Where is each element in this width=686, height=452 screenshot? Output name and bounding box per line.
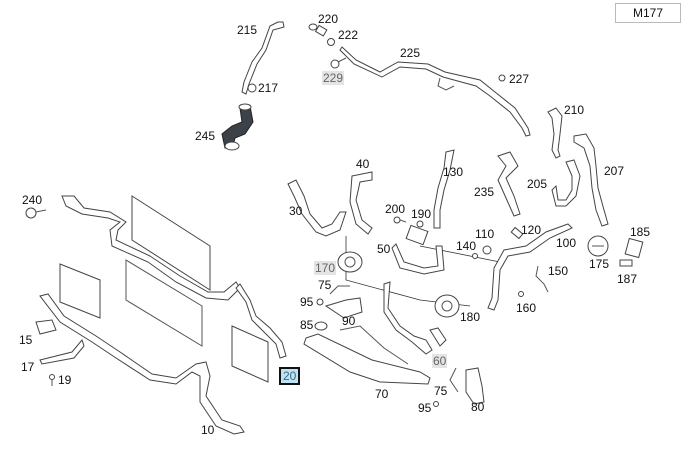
callout-160[interactable]: 160: [516, 301, 537, 315]
bracket-15-drawing: [35, 319, 57, 335]
bolt-160-drawing: [518, 291, 524, 297]
hose-lower-10-drawing: [39, 293, 245, 435]
pipe-225-drawing: [339, 46, 531, 137]
callout-240[interactable]: 240: [22, 193, 43, 207]
callout-80[interactable]: 80: [471, 400, 485, 414]
clip-187-drawing: [619, 259, 633, 267]
callout-75-lower[interactable]: 75: [434, 384, 448, 398]
callout-60[interactable]: 60: [432, 354, 448, 368]
callout-217[interactable]: 217: [258, 81, 279, 95]
bolt-95-drawing: [316, 298, 324, 306]
hose-30-drawing: [287, 179, 347, 237]
hose-207-drawing: [573, 133, 609, 227]
hose-130-drawing: [433, 149, 455, 229]
fitting-220-drawing: [308, 23, 335, 46]
hose-205-drawing: [551, 159, 581, 207]
nut-227-drawing: [498, 74, 506, 82]
callout-30[interactable]: 30: [289, 204, 303, 218]
hose-245-drawing: [221, 103, 254, 151]
aux-radiator-20-drawing: [231, 325, 269, 383]
clip-110-drawing: [482, 245, 492, 255]
aux-radiator-left-drawing: [59, 263, 101, 319]
thermostat-175-drawing: [587, 235, 609, 257]
callout-187[interactable]: 187: [617, 272, 638, 286]
callout-95-upper[interactable]: 95: [300, 295, 314, 309]
bolt-95-lower-drawing: [433, 401, 439, 407]
mount-85-drawing: [314, 321, 328, 331]
pump-170-drawing: [337, 251, 363, 273]
callout-110[interactable]: 110: [475, 227, 495, 241]
callout-19[interactable]: 19: [58, 373, 72, 387]
callout-235[interactable]: 235: [474, 185, 495, 199]
bolt-19-drawing: [49, 374, 55, 386]
bracket-90-drawing: [324, 297, 363, 319]
condenser-drawing: [125, 195, 211, 347]
bolt-240-drawing: [25, 207, 47, 219]
bolt-200-drawing: [393, 216, 407, 224]
callout-180[interactable]: 180: [460, 310, 481, 324]
callout-227[interactable]: 227: [509, 72, 530, 86]
callout-100[interactable]: 100: [556, 236, 577, 250]
nut-217-drawing: [247, 83, 257, 93]
callout-10[interactable]: 10: [201, 423, 215, 437]
callout-70[interactable]: 70: [375, 387, 389, 401]
hose-50-drawing: [391, 243, 445, 275]
hose-60-drawing: [383, 281, 447, 355]
callout-140[interactable]: 140: [456, 239, 477, 253]
callout-120[interactable]: 120: [521, 223, 542, 237]
callout-245[interactable]: 245: [195, 129, 216, 143]
callout-170[interactable]: 170: [314, 261, 337, 275]
callout-207[interactable]: 207: [604, 164, 625, 178]
clamp-75-drawing: [329, 285, 350, 295]
clamp-75-lower-drawing: [449, 367, 459, 393]
callout-20-selected[interactable]: 20: [279, 367, 301, 385]
callout-95-lower[interactable]: 95: [418, 401, 432, 415]
callout-17[interactable]: 17: [21, 360, 35, 374]
hose-40-drawing: [349, 171, 373, 235]
callout-175[interactable]: 175: [589, 257, 610, 271]
bracket-185-drawing: [624, 237, 644, 259]
pump-180-drawing: [434, 294, 460, 318]
callout-85[interactable]: 85: [300, 318, 314, 332]
callout-210[interactable]: 210: [564, 103, 585, 117]
bracket-70-drawing: [303, 325, 431, 385]
callout-220[interactable]: 220: [318, 12, 339, 26]
callout-225[interactable]: 225: [400, 46, 421, 60]
model-code-box: M177: [615, 3, 681, 23]
callout-229[interactable]: 229: [322, 71, 345, 85]
bracket-80-drawing: [465, 367, 485, 405]
callout-50[interactable]: 50: [377, 242, 391, 256]
callout-185[interactable]: 185: [630, 225, 651, 239]
bolt-140-drawing: [472, 253, 478, 259]
callout-75-upper[interactable]: 75: [318, 278, 332, 292]
callout-200[interactable]: 200: [385, 202, 406, 216]
pipe-100-drawing: [487, 223, 573, 311]
bracket-17-drawing: [39, 338, 85, 365]
callout-130[interactable]: 130: [443, 165, 464, 179]
bolt-229-drawing: [330, 57, 347, 69]
callout-215[interactable]: 215: [237, 23, 258, 37]
callout-90[interactable]: 90: [342, 314, 356, 328]
hose-235-drawing: [497, 151, 521, 217]
hose-215-drawing: [241, 21, 285, 95]
callout-40[interactable]: 40: [356, 157, 370, 171]
sensor-120-drawing: [510, 226, 524, 240]
hose-210-drawing: [547, 107, 563, 159]
callout-205[interactable]: 205: [527, 177, 548, 191]
callout-222[interactable]: 222: [338, 28, 359, 42]
callout-190[interactable]: 190: [411, 207, 432, 221]
callout-150[interactable]: 150: [548, 264, 569, 278]
callout-15[interactable]: 15: [19, 333, 33, 347]
sensor-150-drawing: [535, 265, 549, 293]
hose-upper-radiator-drawing: [61, 195, 287, 359]
valve-190-drawing: [405, 220, 429, 246]
